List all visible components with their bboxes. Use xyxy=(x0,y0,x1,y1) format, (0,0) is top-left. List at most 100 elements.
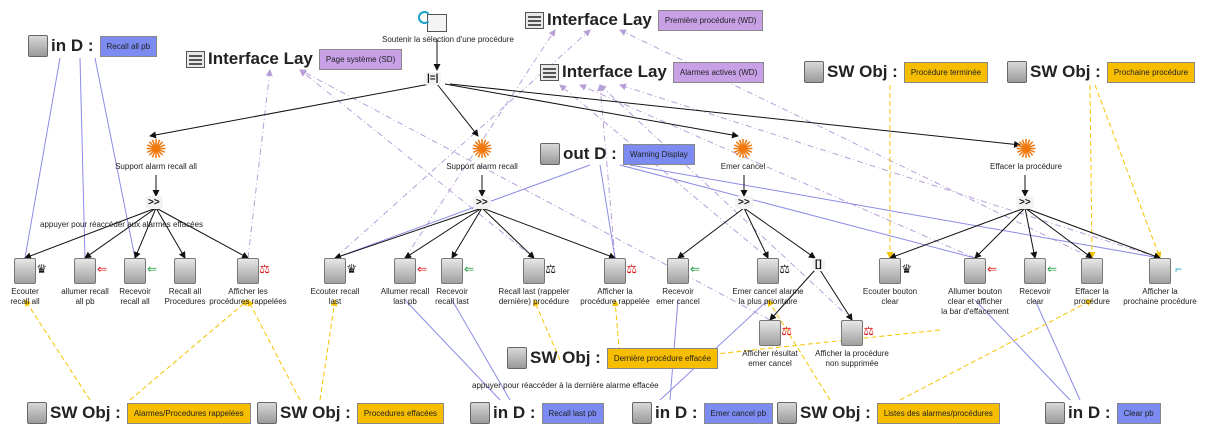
edge xyxy=(1088,84,1096,259)
object-icon xyxy=(257,402,277,424)
input-emer[interactable]: in D : Emer cancel pb xyxy=(632,400,774,426)
sw-listes-alarmes[interactable]: SW Obj : Listes des alarmes/procédures xyxy=(777,400,1000,426)
action-icon: ♛ xyxy=(879,258,912,284)
sw-derniere-procedure[interactable]: SW Obj : Dernière procédure effacée xyxy=(507,345,719,371)
edge xyxy=(619,164,976,259)
action-icon: ⚖ xyxy=(237,258,270,284)
action-icon: ⌐ xyxy=(1149,258,1182,284)
edge xyxy=(129,299,249,401)
sw-alarmes-rappelees[interactable]: SW Obj : Alarmes/Procedures rappelées xyxy=(27,400,251,426)
window-icon xyxy=(186,50,205,68)
edge xyxy=(404,207,483,259)
task-emer-cancel[interactable]: ✺ Emer cancel xyxy=(683,136,803,171)
input-keyword: in D : xyxy=(493,403,536,422)
output-warning-display[interactable]: out D : Warning Display xyxy=(540,141,695,167)
sw-procedures-effacees[interactable]: SW Obj : Procedures effacées xyxy=(257,400,445,426)
object-icon xyxy=(27,402,47,424)
edge xyxy=(1024,207,1161,260)
sw-tag: Listes des alarmes/procédures xyxy=(876,402,1000,424)
edge xyxy=(629,164,1161,259)
note-recall-last: appuyer pour réaccéder à la dernière ala… xyxy=(472,381,659,390)
sw-tag: Alarmes/Procedures rappelées xyxy=(126,402,251,424)
sw-keyword: SW Obj : xyxy=(1030,62,1101,81)
task-effacer[interactable]: ✺ Effacer la procédure xyxy=(966,136,1086,171)
action-icon xyxy=(1081,258,1103,284)
sw-keyword: SW Obj : xyxy=(50,403,121,422)
action-icon: ⇐ xyxy=(441,258,474,284)
edge xyxy=(451,207,483,259)
action-badge-icon: ♛ xyxy=(36,262,47,276)
input-recall-all[interactable]: in D : Recall all pb xyxy=(28,33,158,59)
edge xyxy=(1024,207,1038,259)
action-badge-icon: ⚖ xyxy=(259,262,270,276)
edge xyxy=(319,299,338,401)
task-label: Support alarm recall all xyxy=(115,162,197,171)
task-burst-icon: ✺ xyxy=(471,134,493,164)
action-badge-icon: ⇐ xyxy=(463,262,474,276)
edge xyxy=(84,207,157,259)
object-icon xyxy=(1007,61,1027,83)
interface-premiere[interactable]: Interface Lay Première procédure (WD) xyxy=(525,7,764,33)
action-badge-icon: ⇐ xyxy=(689,262,700,276)
edge xyxy=(1034,299,1081,401)
interface-systeme[interactable]: Interface Lay Page système (SD) xyxy=(186,46,403,72)
output-tag: Warning Display xyxy=(622,143,695,165)
sw-procedure-terminee[interactable]: SW Obj : Procédure terminée xyxy=(804,59,989,85)
operator-eq: |=| xyxy=(424,72,442,85)
input-recall-last[interactable]: in D : Recall last pb xyxy=(470,400,604,426)
output-keyword: out D : xyxy=(563,144,617,163)
action-badge-icon: ⚖ xyxy=(626,262,637,276)
edge xyxy=(599,84,853,321)
trigger-node[interactable]: Soutenir la sélection d'une procédure xyxy=(382,11,514,44)
sw-prochaine-procedure[interactable]: SW Obj : Prochaine procédure xyxy=(1007,59,1196,85)
action-icon: ⚖ xyxy=(757,258,790,284)
edge xyxy=(149,83,431,139)
input-keyword: in D : xyxy=(655,403,698,422)
edge xyxy=(559,84,769,259)
task-burst-icon: ✺ xyxy=(732,134,754,164)
sw-tag: Procédure terminée xyxy=(903,61,989,83)
interface-alarmes[interactable]: Interface Lay Alarmes actives (WD) xyxy=(540,59,765,85)
task-recall-all[interactable]: ✺ Support alarm recall all xyxy=(96,136,216,171)
action-badge-icon: ♛ xyxy=(346,262,357,276)
sw-tag: Dernière procédure effacée xyxy=(606,347,719,369)
sw-tag: Procedures effacées xyxy=(356,402,445,424)
action-icon: ⚖ xyxy=(604,258,637,284)
edge xyxy=(974,207,1026,259)
edge xyxy=(79,57,86,259)
input-tag: Emer cancel pb xyxy=(703,402,774,424)
edge xyxy=(743,207,769,259)
input-clear[interactable]: in D : Clear pb xyxy=(1045,400,1161,426)
task-recall-last[interactable]: ✺ Support alarm recall xyxy=(422,136,542,171)
edge xyxy=(155,207,186,259)
edge xyxy=(444,83,739,139)
action-icon: ⇐ xyxy=(1024,258,1057,284)
edge xyxy=(334,164,591,259)
